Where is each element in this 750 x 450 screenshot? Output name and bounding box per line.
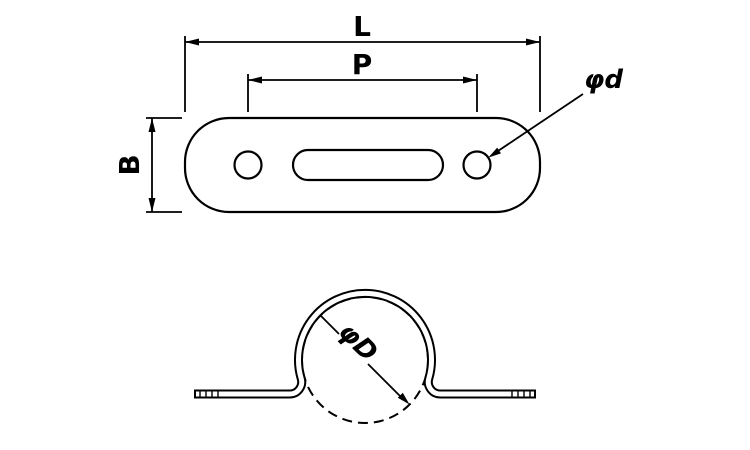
arrowhead-L-right: [526, 38, 540, 46]
left-mounting-hole: [233, 150, 263, 180]
pipe-diameter-leader-upper: [320, 315, 340, 335]
dimension-label-P: P: [352, 48, 373, 81]
arrowhead-P-right: [463, 76, 477, 84]
dimension-label-L: L: [353, 10, 371, 43]
front-view: φD: [194, 288, 536, 424]
center-slot: [291, 148, 445, 182]
pipe-diameter-label: φD: [332, 317, 383, 368]
arrowhead-L-left: [185, 38, 199, 46]
hole-diameter-leader-line: [491, 93, 584, 156]
dimension-label-B: B: [113, 154, 146, 175]
top-view: L P B φd: [113, 10, 623, 214]
right-mounting-hole: [462, 150, 492, 180]
arrowhead-B-top: [148, 118, 156, 132]
arrowhead-hole-diameter: [488, 147, 501, 158]
saddle-band-inner-gap: [195, 290, 535, 397]
arrowhead-P-left: [248, 76, 262, 84]
arrowhead-pipe-diameter: [397, 392, 410, 405]
arrowhead-B-bottom: [148, 198, 156, 212]
hole-diameter-label: φd: [584, 65, 623, 95]
pipe-diameter-leader-lower: [367, 363, 403, 399]
foot-serration-ticks-left: [199, 389, 219, 399]
plate-outline: [183, 116, 542, 214]
foot-serration-ticks-right: [511, 389, 531, 399]
